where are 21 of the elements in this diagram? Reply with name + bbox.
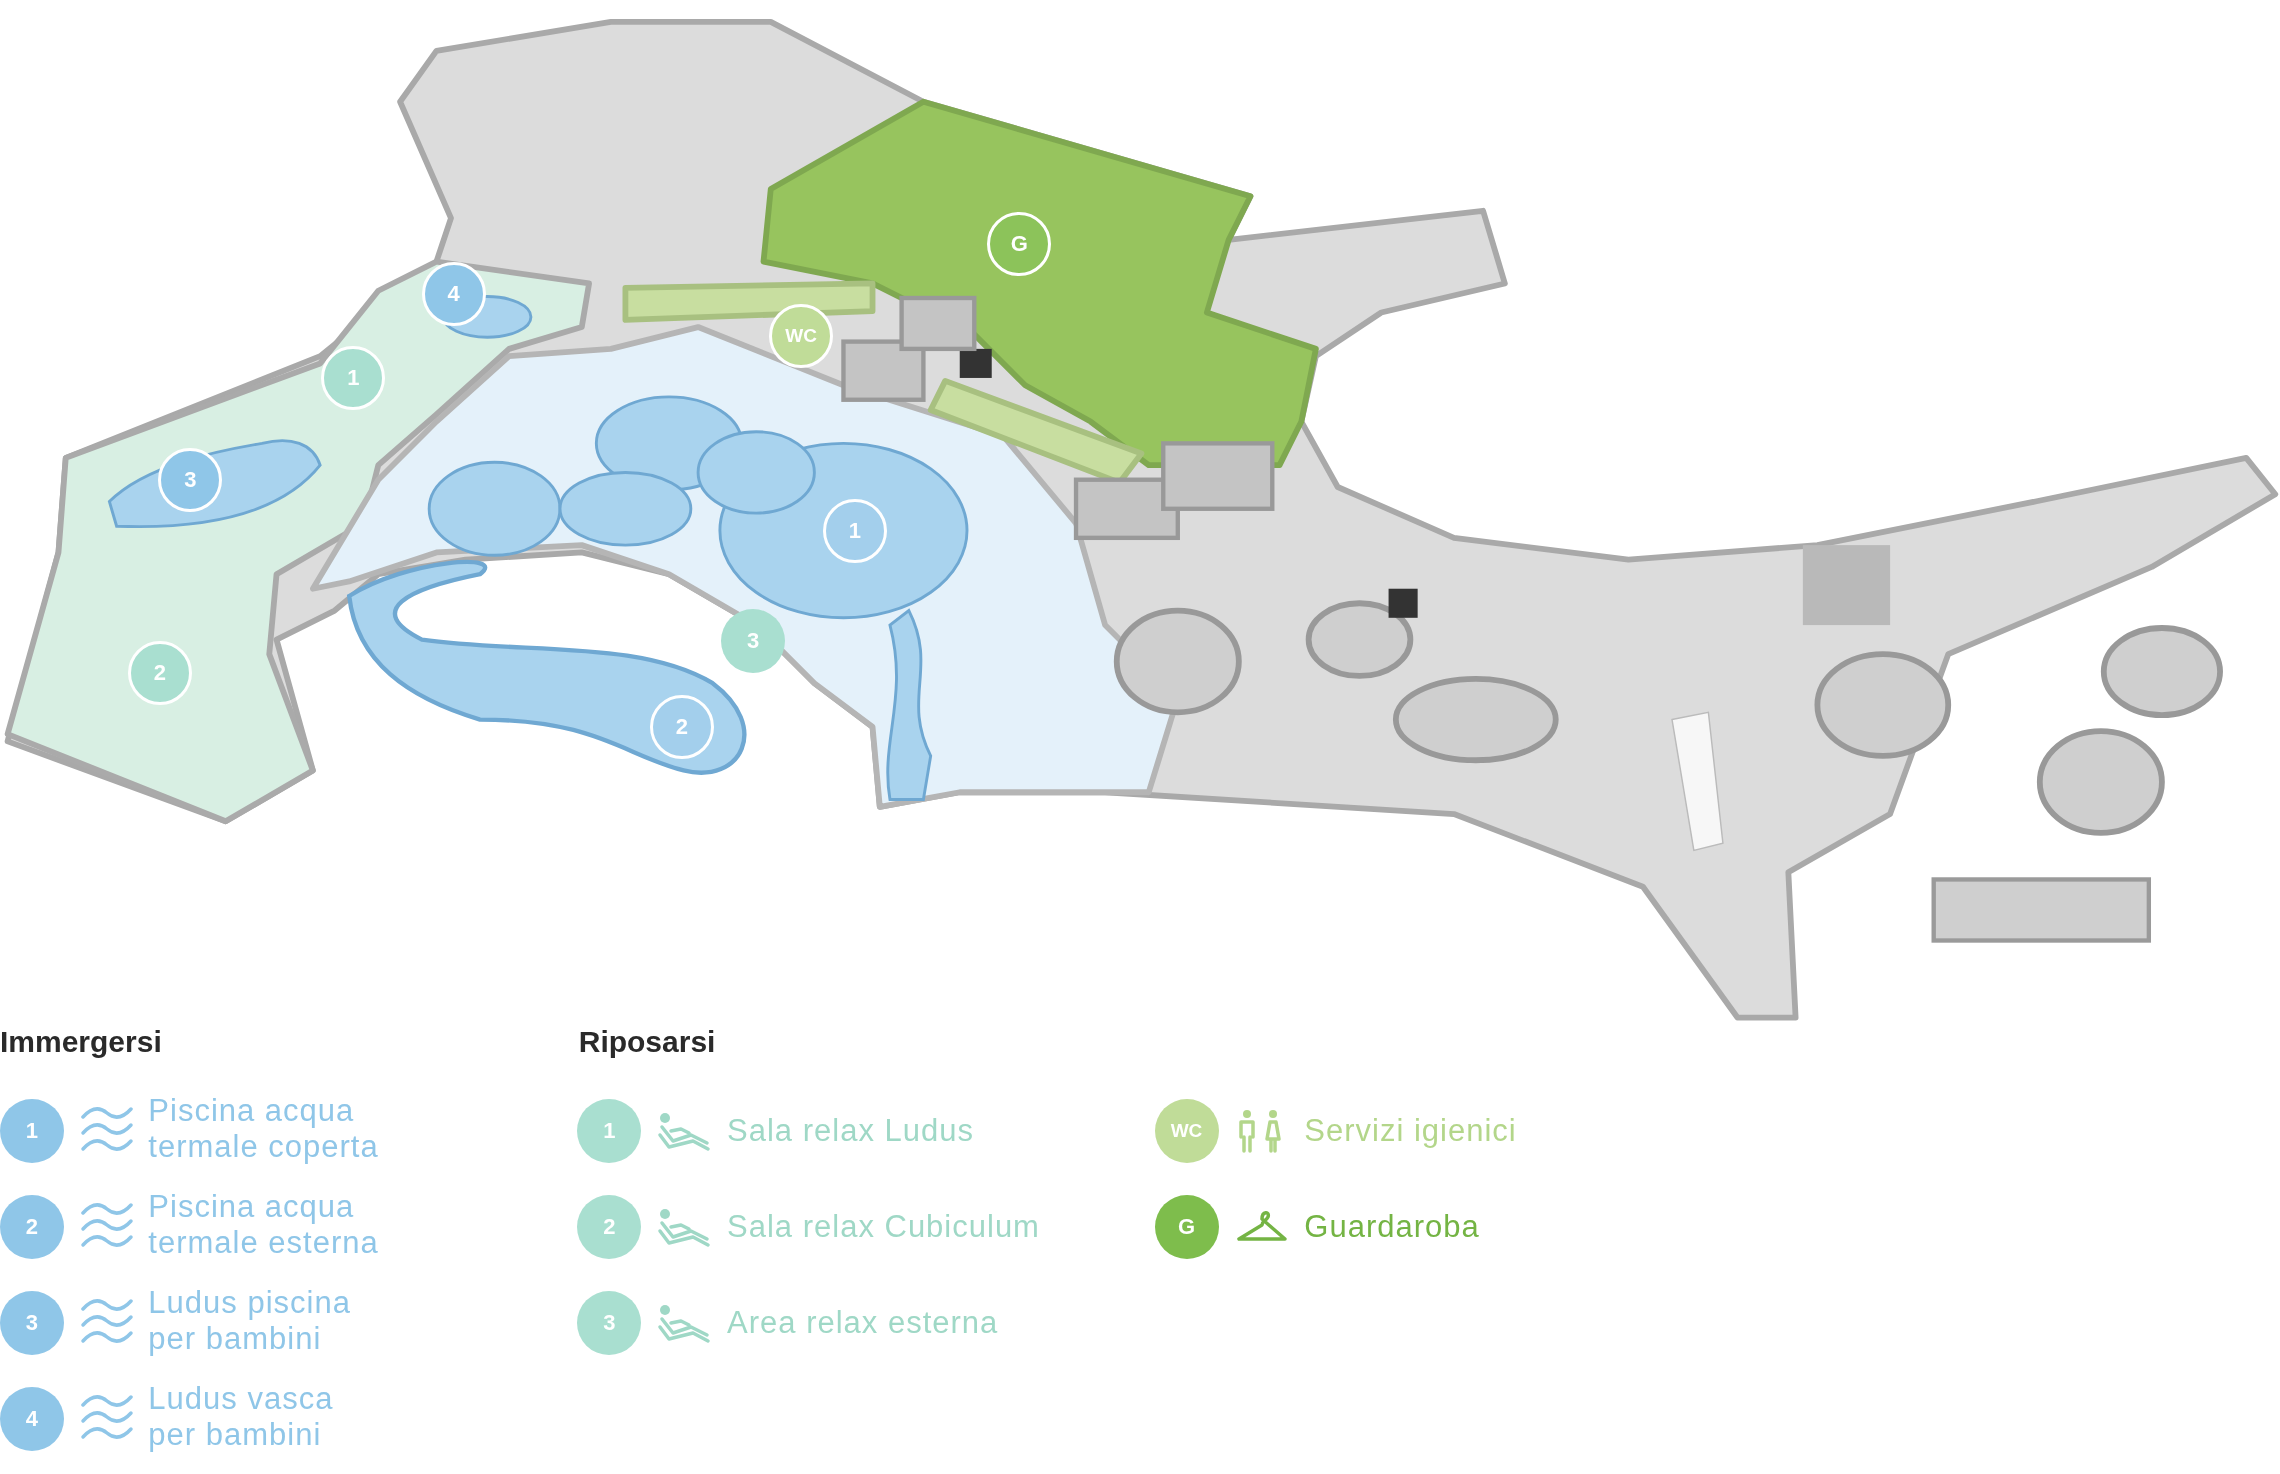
legend-number-badge: 3 (577, 1291, 642, 1356)
legend-number-badge: 1 (577, 1099, 642, 1164)
legend-number-badge: 4 (0, 1387, 64, 1452)
legend-text: Ludus vasca per bambini (148, 1381, 335, 1454)
legend-number-badge: 3 (0, 1291, 64, 1356)
legend-number-badge: 1 (0, 1099, 64, 1164)
section-heading: Riposarsi (578, 1025, 716, 1060)
legend-text: Piscina acqua termale coperta (148, 1093, 380, 1166)
legend-number-badge: G (1154, 1195, 1219, 1260)
legend-text: Sala relax Ludus (727, 1113, 974, 1150)
legend-text: Servizi igienici (1304, 1113, 1517, 1150)
legend-text: Ludus piscina per bambini (148, 1285, 352, 1358)
map-marker: 3 (721, 609, 786, 674)
legend-number-badge: WC (1154, 1099, 1219, 1164)
legend-number-badge: 2 (0, 1195, 64, 1260)
legend-text: Area relax esterna (727, 1305, 999, 1342)
legend-text: Sala relax Cubiculum (727, 1209, 1040, 1246)
section-heading: Immergersi (0, 1025, 162, 1060)
legend-text: Guardaroba (1304, 1209, 1480, 1246)
legend-text: Piscina acqua termale esterna (148, 1189, 380, 1262)
legend-number-badge: 2 (577, 1195, 642, 1260)
